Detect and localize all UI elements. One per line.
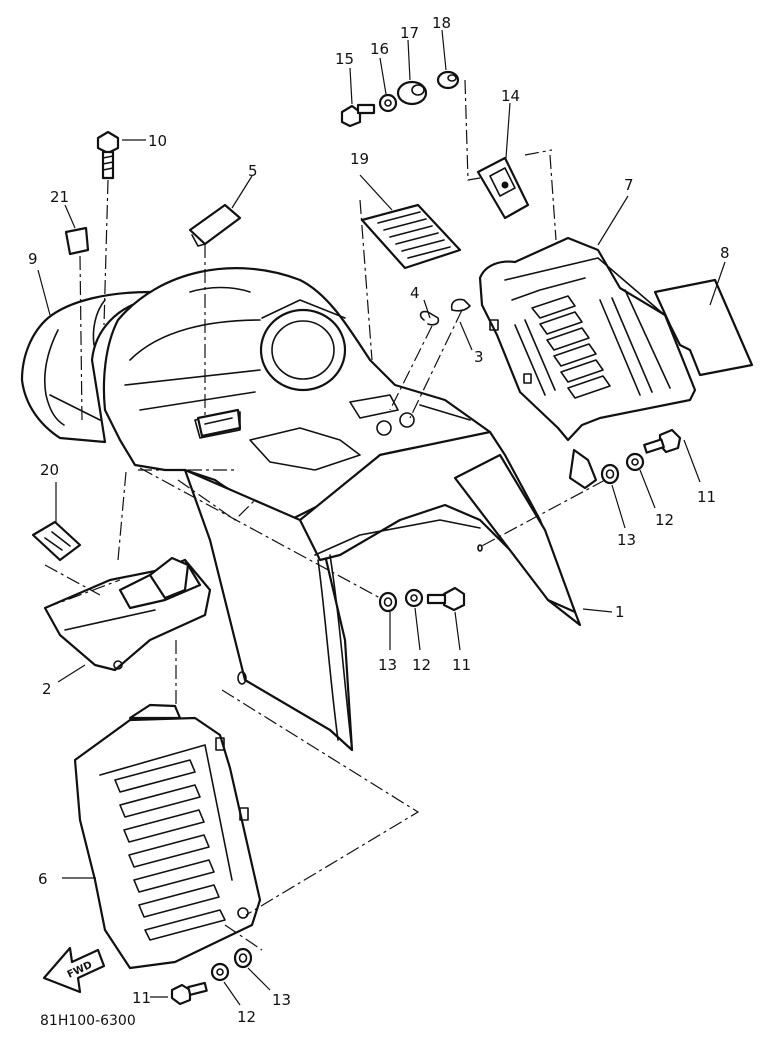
grommet-13-right bbox=[600, 463, 620, 485]
part-10-screw bbox=[96, 130, 120, 180]
drawing-number: 81H100-6300 bbox=[40, 1013, 136, 1029]
callout-11-right: 11 bbox=[697, 488, 716, 506]
part-17-grommet bbox=[396, 80, 428, 106]
leader-lines bbox=[37, 29, 726, 1006]
assembly-lines bbox=[44, 79, 606, 951]
callout-12-lower: 12 bbox=[237, 1008, 256, 1026]
part-6-left-grille-panel bbox=[73, 703, 262, 970]
fwd-direction-arrow: FWD bbox=[42, 946, 106, 994]
callout-4: 4 bbox=[410, 284, 420, 302]
callout-19: 19 bbox=[350, 150, 369, 168]
callout-5: 5 bbox=[248, 162, 258, 180]
callout-12-right: 12 bbox=[655, 511, 674, 529]
callout-13-right: 13 bbox=[617, 531, 636, 549]
part-19-label-plate bbox=[360, 203, 462, 270]
part-4-clip bbox=[419, 310, 440, 326]
part-20-clip bbox=[31, 520, 82, 562]
part-16-washer bbox=[378, 93, 398, 113]
part-1-front-cowl bbox=[102, 267, 582, 752]
part-15-bolt bbox=[340, 103, 376, 128]
callout-7: 7 bbox=[624, 176, 634, 194]
callout-17: 17 bbox=[400, 24, 419, 42]
part-3-clip bbox=[450, 298, 471, 312]
callout-13-middle: 13 bbox=[378, 656, 397, 674]
callout-12-middle: 12 bbox=[412, 656, 431, 674]
callout-9: 9 bbox=[28, 250, 38, 268]
callout-8: 8 bbox=[720, 244, 730, 262]
part-18-collar bbox=[436, 70, 460, 90]
callout-15: 15 bbox=[335, 50, 354, 68]
callout-1: 1 bbox=[615, 603, 625, 621]
grommet-13-lower bbox=[233, 947, 253, 969]
part-9-side-cover bbox=[20, 290, 152, 444]
callout-3: 3 bbox=[474, 348, 484, 366]
meter-insert bbox=[196, 408, 242, 438]
callout-11-middle: 11 bbox=[452, 656, 471, 674]
screw-11-middle bbox=[426, 586, 466, 612]
callout-21: 21 bbox=[50, 188, 69, 206]
part-8-trim-strip bbox=[653, 278, 754, 377]
callout-18: 18 bbox=[432, 14, 451, 32]
callout-16: 16 bbox=[370, 40, 389, 58]
callout-13-lower: 13 bbox=[272, 991, 291, 1009]
part-2-bracket bbox=[43, 556, 212, 672]
part-5-clip bbox=[188, 203, 242, 247]
screw-11-right bbox=[643, 428, 682, 454]
part-7-right-grille-panel bbox=[478, 236, 697, 490]
callout-14: 14 bbox=[501, 87, 520, 105]
screw-11-lower bbox=[170, 981, 208, 1006]
callout-11-lower: 11 bbox=[132, 989, 151, 1007]
callout-20: 20 bbox=[40, 461, 59, 479]
callout-10: 10 bbox=[148, 132, 167, 150]
washer-12-right bbox=[625, 452, 645, 472]
part-21-rubber bbox=[64, 226, 90, 256]
callout-labels: 1 2 3 4 5 6 7 8 9 10 11 11 11 12 12 12 1… bbox=[28, 14, 730, 1026]
callout-2: 2 bbox=[42, 680, 52, 698]
callout-6: 6 bbox=[38, 870, 48, 888]
grommet-13-middle bbox=[378, 591, 398, 613]
washer-12-middle bbox=[404, 588, 424, 608]
part-14-latch bbox=[476, 156, 530, 220]
washer-12-lower bbox=[210, 962, 230, 982]
